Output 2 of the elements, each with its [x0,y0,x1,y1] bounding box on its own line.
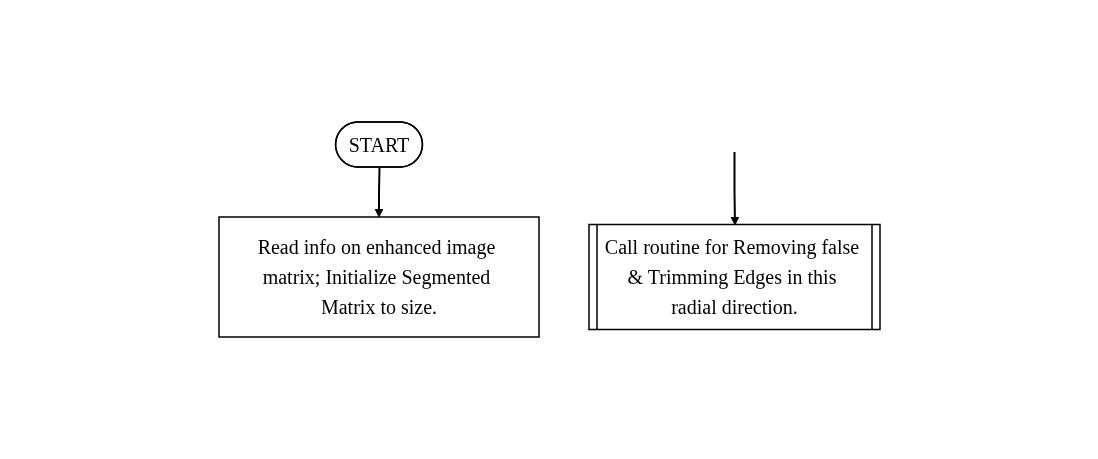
node-box: Read info on enhanced image matrix; Initialize Segmented Matrix to size. [217,216,540,338]
arrow [374,166,383,218]
